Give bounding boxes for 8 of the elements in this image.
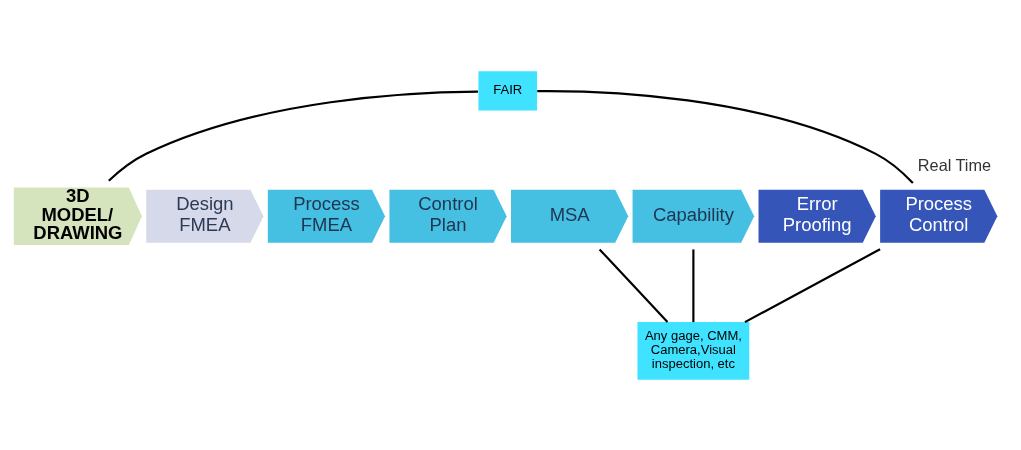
- connector: [598, 248, 668, 323]
- node-box: FAIR: [477, 70, 537, 110]
- node-box: Any gage, CMM, Camera,Visual inspection, etc: [636, 321, 749, 380]
- connector: [536, 89, 914, 184]
- connector: [743, 247, 881, 323]
- connector: [691, 248, 694, 322]
- connector: [107, 90, 478, 182]
- node-label: Real Time: [917, 155, 991, 174]
